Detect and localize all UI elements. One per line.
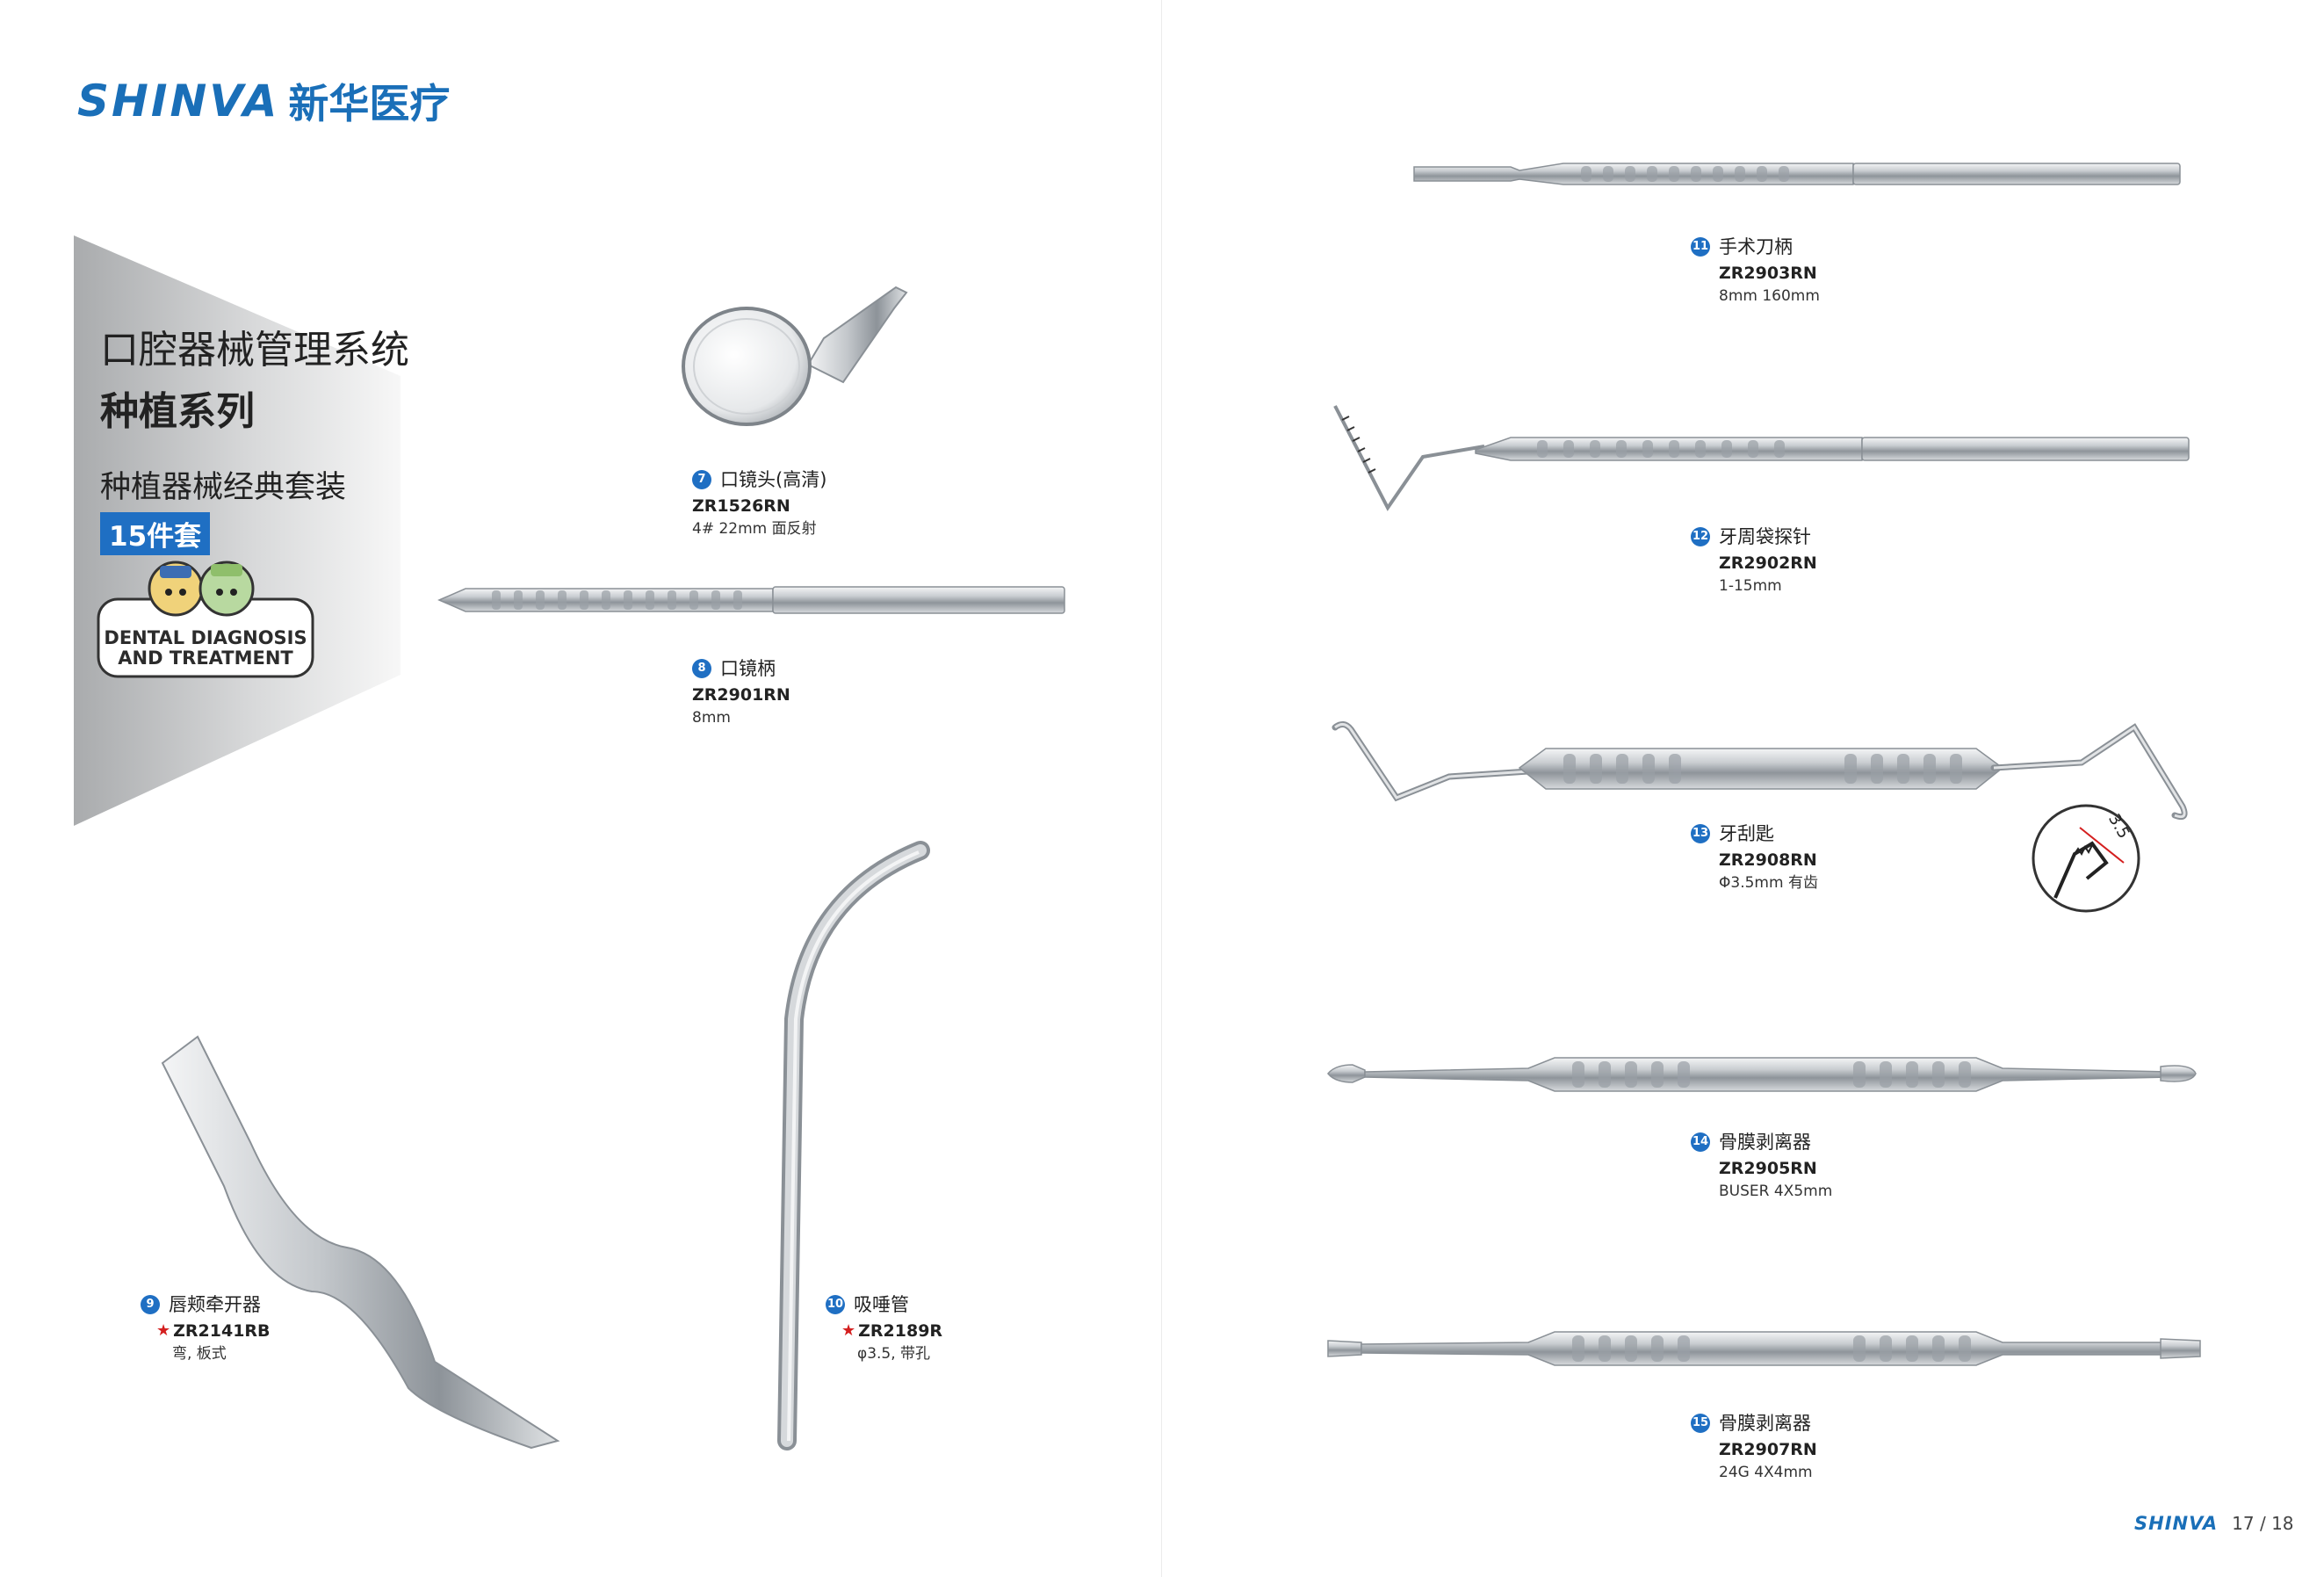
series-banner: 口腔器械管理系统 种植系列 种植器械经典套装 15件套 <box>100 318 409 555</box>
item-number-badge: 13 <box>1691 824 1710 843</box>
item-name: 骨膜剥离器 <box>1719 1413 1811 1434</box>
curette-image <box>1332 721 2188 821</box>
item-code: ZR2189R <box>858 1321 943 1341</box>
sticker-text-2: AND TREATMENT <box>118 647 293 669</box>
item-spec: 4# 22mm 面反射 <box>692 520 817 538</box>
footer-logo: SHINVA <box>2134 1513 2219 1534</box>
caption-item-14: 14 骨膜剥离器 ZR2905RN BUSER 4X5mm <box>1691 1131 1832 1203</box>
item-code: ZR2902RN <box>1719 553 1817 573</box>
retractor-image <box>161 1035 560 1450</box>
item-number-badge: 15 <box>1691 1414 1710 1433</box>
item-number-badge: 11 <box>1691 237 1710 257</box>
item-code: ZR1526RN <box>692 496 790 516</box>
star-icon: ★ <box>156 1321 171 1340</box>
dental-sticker: DENTAL DIAGNOSIS AND TREATMENT <box>95 546 316 680</box>
periosteal-elevator-1-image <box>1327 1057 2197 1092</box>
banner-kit-title: 种植器械经典套装 <box>100 470 347 505</box>
mirror-head-image <box>682 286 908 426</box>
item-spec: 1-15mm <box>1719 577 1782 595</box>
item-name: 吸唾管 <box>854 1294 909 1315</box>
item-spec: 8mm 160mm <box>1719 287 1820 305</box>
logo-wordmark: SHINVA <box>77 76 280 127</box>
page-number: 17 / 18 <box>2232 1513 2294 1534</box>
item-number-badge: 7 <box>692 470 711 489</box>
item-spec: Φ3.5mm 有齿 <box>1719 874 1818 892</box>
item-name: 手术刀柄 <box>1719 236 1793 257</box>
item-number-badge: 12 <box>1691 527 1710 546</box>
caption-item-13: 13 牙刮匙 ZR2908RN Φ3.5mm 有齿 <box>1691 822 1818 894</box>
caption-item-15: 15 骨膜剥离器 ZR2907RN 24G 4X4mm <box>1691 1412 1817 1484</box>
item-name: 口镜头(高清) <box>720 469 827 490</box>
item-name: 牙周袋探针 <box>1719 526 1811 547</box>
banner-system-title: 口腔器械管理系统 <box>100 328 409 373</box>
page-spine-divider <box>1161 0 1162 1577</box>
logo-chinese: 新华医疗 <box>288 80 451 127</box>
banner-series-title: 种植系列 <box>100 389 255 434</box>
caption-item-10: 10 吸唾管 ★ZR2189R φ3.5, 带孔 <box>826 1293 942 1365</box>
item-number-badge: 9 <box>141 1295 160 1314</box>
mirror-handle-image <box>437 586 1065 614</box>
item-number-badge: 14 <box>1691 1132 1710 1152</box>
scalpel-handle-image <box>1413 163 2181 185</box>
brand-logo: SHINVA 新华医疗 <box>77 72 450 130</box>
caption-item-7: 7 口镜头(高清) ZR1526RN 4# 22mm 面反射 <box>692 468 826 540</box>
item-code: ZR2908RN <box>1719 850 1817 870</box>
item-code: ZR2141RB <box>173 1321 271 1341</box>
caption-item-9: 9 唇颊牵开器 ★ZR2141RB 弯, 板式 <box>141 1293 271 1365</box>
caption-item-11: 11 手术刀柄 ZR2903RN 8mm 160mm <box>1691 235 1820 307</box>
item-name: 骨膜剥离器 <box>1719 1132 1811 1153</box>
periodontal-probe-image <box>1333 405 2190 511</box>
curette-tip-detail <box>2032 804 2140 913</box>
item-spec: 24G 4X4mm <box>1719 1464 1813 1481</box>
banner-piece-count-badge: 15件套 <box>100 512 211 555</box>
page-footer: SHINVA 17 / 18 <box>2134 1513 2294 1534</box>
periosteal-elevator-2-image <box>1327 1331 2201 1366</box>
series-banner-background <box>74 235 401 826</box>
item-name: 口镜柄 <box>720 658 776 679</box>
item-name: 唇颊牵开器 <box>169 1294 261 1315</box>
item-spec: 弯, 板式 <box>172 1345 227 1363</box>
item-code: ZR2905RN <box>1719 1159 1817 1178</box>
sticker-text-1: DENTAL DIAGNOSIS <box>104 627 307 648</box>
star-icon: ★ <box>841 1321 856 1340</box>
item-number-badge: 10 <box>826 1295 845 1314</box>
item-code: ZR2907RN <box>1719 1440 1817 1459</box>
item-number-badge: 8 <box>692 659 711 678</box>
item-code: ZR2903RN <box>1719 264 1817 283</box>
caption-item-12: 12 牙周袋探针 ZR2902RN 1-15mm <box>1691 525 1817 597</box>
caption-item-8: 8 口镜柄 ZR2901RN 8mm <box>692 657 790 729</box>
item-spec: φ3.5, 带孔 <box>857 1345 931 1363</box>
suction-tube-image <box>777 841 930 1450</box>
item-spec: BUSER 4X5mm <box>1719 1183 1833 1200</box>
item-name: 牙刮匙 <box>1719 823 1774 844</box>
item-spec: 8mm <box>692 709 731 727</box>
item-code: ZR2901RN <box>692 685 790 705</box>
